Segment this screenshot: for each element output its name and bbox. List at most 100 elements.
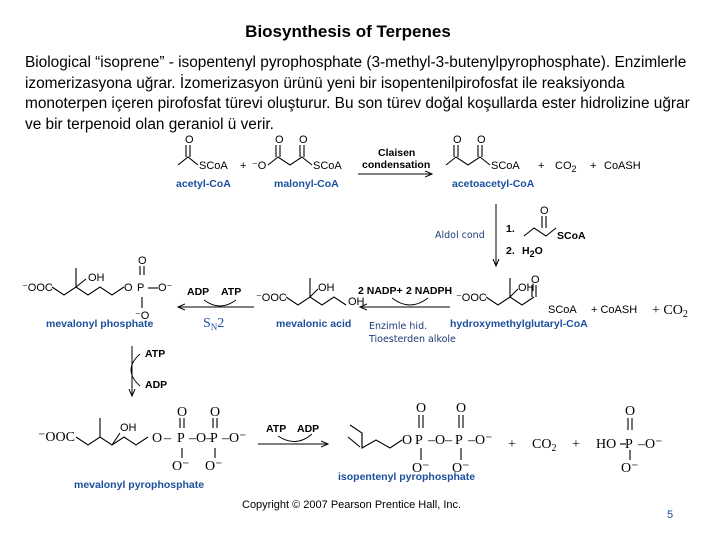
nadph-curve: [391, 297, 429, 306]
malonyl-coa-scoa: SCoA: [313, 160, 342, 172]
mevalonyl-phosphate-structure: [51, 266, 158, 308]
acetoacetyl-coa-label: acetoacetyl-CoA: [452, 178, 535, 190]
reduction-note-line1: Enzimle hid.: [369, 321, 427, 332]
mevalonic-acid-label: mevalonic acid: [276, 318, 351, 330]
mevalonyl-phosphate-o-right: O⁻: [158, 282, 173, 294]
mevalonyl-pyrophosphate-label: mevalonyl pyrophosphate: [74, 479, 204, 491]
isopentenyl-pp-structure: [347, 415, 464, 460]
acetoacetyl-scoa: SCoA: [491, 160, 520, 172]
ipp-o-bot1: O⁻: [412, 461, 430, 476]
mevalonyl-pp-o-bot2: O⁻: [205, 459, 223, 474]
mevalonyl-phosphate-o-bottom: ⁻O: [135, 310, 150, 322]
mevalonyl-phosphate-label: mevalonyl phosphate: [46, 318, 154, 330]
mevalonyl-pp-structure: [75, 418, 218, 458]
slide-paragraph: Biological “isoprene” - isopentenyl pyro…: [25, 54, 690, 133]
copyright-notice: Copyright © 2007 Pearson Prentice Hall, …: [242, 499, 462, 511]
co2-row1: CO2: [555, 160, 577, 174]
hmg-coa-oxygen: O: [531, 274, 540, 286]
co2-row2: + CO2: [652, 303, 688, 320]
ipp-p1: P: [415, 433, 423, 448]
atp-label-row3: ATP: [266, 423, 286, 435]
hmg-coa-carboxylate: ⁻OOC: [456, 292, 487, 304]
coash-row1: CoASH: [604, 160, 641, 172]
step-2-label: 2.: [506, 245, 515, 257]
ipp-o-top1: O: [416, 401, 426, 416]
slide-title: Biosynthesis of Terpenes: [0, 22, 720, 42]
step1-oxygen: O: [540, 205, 549, 217]
acetyl-coa-structure: [177, 145, 199, 166]
malonyl-coa-label: malonyl-CoA: [274, 178, 339, 190]
atp-adp-down-curve: [130, 353, 141, 387]
atp-label-row2: ATP: [221, 286, 241, 298]
acetyl-coa-scoa: SCoA: [199, 160, 228, 172]
ipp-o-top2: O: [456, 401, 466, 416]
isopentenyl-pyrophosphate-label: isopentenyl pyrophosphate: [338, 471, 475, 483]
plus-sign: +: [240, 160, 246, 172]
malonyl-coa-oxygen-1: O: [275, 134, 284, 146]
adp-label-row3: ADP: [297, 423, 319, 435]
bond: –: [163, 431, 172, 446]
acetyl-coa-label: acetyl-CoA: [176, 178, 231, 190]
acetoacetyl-coa-structure: [445, 145, 491, 166]
adp-label-down: ADP: [145, 379, 167, 391]
mevalonyl-pp-o-top2: O: [210, 405, 220, 420]
mevalonyl-pp-o-top1: O: [177, 405, 187, 420]
ipp-p2: P: [455, 433, 463, 448]
co2-row3: CO2: [532, 437, 556, 454]
ipp-o-bot2: O⁻: [452, 461, 470, 476]
bond: –O–: [427, 433, 453, 448]
mevalonyl-pp-o-end: –O⁻: [221, 431, 247, 446]
reduction-note-line2: Tioesterden alkole: [368, 334, 456, 345]
bond: –O–: [188, 431, 214, 446]
sn2-label: SN2: [203, 316, 224, 332]
malonyl-coa-structure: [267, 145, 313, 166]
mevalonyl-pp-o1: O: [152, 431, 162, 446]
mevalonyl-phosphate-o: O: [124, 282, 133, 294]
mevalonyl-phosphate-o-top: O: [138, 255, 147, 267]
acetyl-coa-oxygen: O: [185, 134, 194, 146]
mevalonyl-phosphate-p: P: [137, 282, 144, 294]
mevalonyl-phosphate-oh: OH: [88, 272, 105, 284]
phosphate-o-right: –O⁻: [637, 437, 663, 452]
condensation-label: condensation: [362, 159, 430, 171]
nadph-label: 2 NADPH: [406, 285, 452, 297]
phosphate-o-top: O: [625, 404, 635, 419]
mevalonyl-pp-carboxylate: ⁻OOC: [38, 430, 75, 445]
mevalonic-acid-oh-1: OH: [318, 282, 335, 294]
acetoacetyl-oxygen-2: O: [477, 134, 486, 146]
plus-sign: +: [508, 437, 516, 452]
adp-label-row2: ADP: [187, 286, 209, 298]
mevalonic-acid-oh-2: OH: [348, 296, 365, 308]
plus-sign: +: [590, 160, 596, 172]
mevalonyl-pp-p1: P: [177, 431, 185, 446]
phosphate-ho: HO: [596, 437, 616, 452]
atp-label-down: ATP: [145, 348, 165, 360]
coash-row2: + CoASH: [591, 304, 637, 316]
hmg-coa-scoa: SCoA: [548, 304, 577, 316]
ipp-o1: O: [402, 433, 412, 448]
mevalonyl-pp-p2: P: [210, 431, 218, 446]
step1-scoa: SCoA: [557, 230, 586, 242]
step1-reagent-structure: [523, 216, 557, 237]
slide-title-text: Biosynthesis of Terpenes: [245, 22, 451, 41]
phosphate-structure: [620, 418, 633, 460]
atp-adp-curve: [203, 299, 237, 307]
ipp-o-end: –O⁻: [467, 433, 493, 448]
mevalonyl-pp-o-bot1: O⁻: [172, 459, 190, 474]
hmg-coa-label: hydroxymethylglutaryl-CoA: [450, 318, 588, 330]
water-label: H2O: [522, 245, 543, 259]
atp-adp-curve-row3: [277, 433, 313, 442]
plus-sign: +: [572, 437, 580, 452]
nadp-plus-label: 2 NADP+: [358, 285, 403, 297]
phosphate-o-bottom: O⁻: [621, 461, 639, 476]
phosphate-p: P: [625, 437, 633, 452]
plus-sign: +: [538, 160, 544, 172]
step-1-label: 1.: [506, 223, 515, 235]
malonyl-coa-ho: ⁻O: [252, 160, 267, 172]
acetoacetyl-oxygen-1: O: [453, 134, 462, 146]
mevalonyl-pp-oh: OH: [120, 422, 137, 434]
hmg-coa-structure: [485, 278, 537, 306]
claisen-label: Claisen: [378, 147, 415, 159]
mevalonic-acid-structure: [285, 278, 347, 306]
